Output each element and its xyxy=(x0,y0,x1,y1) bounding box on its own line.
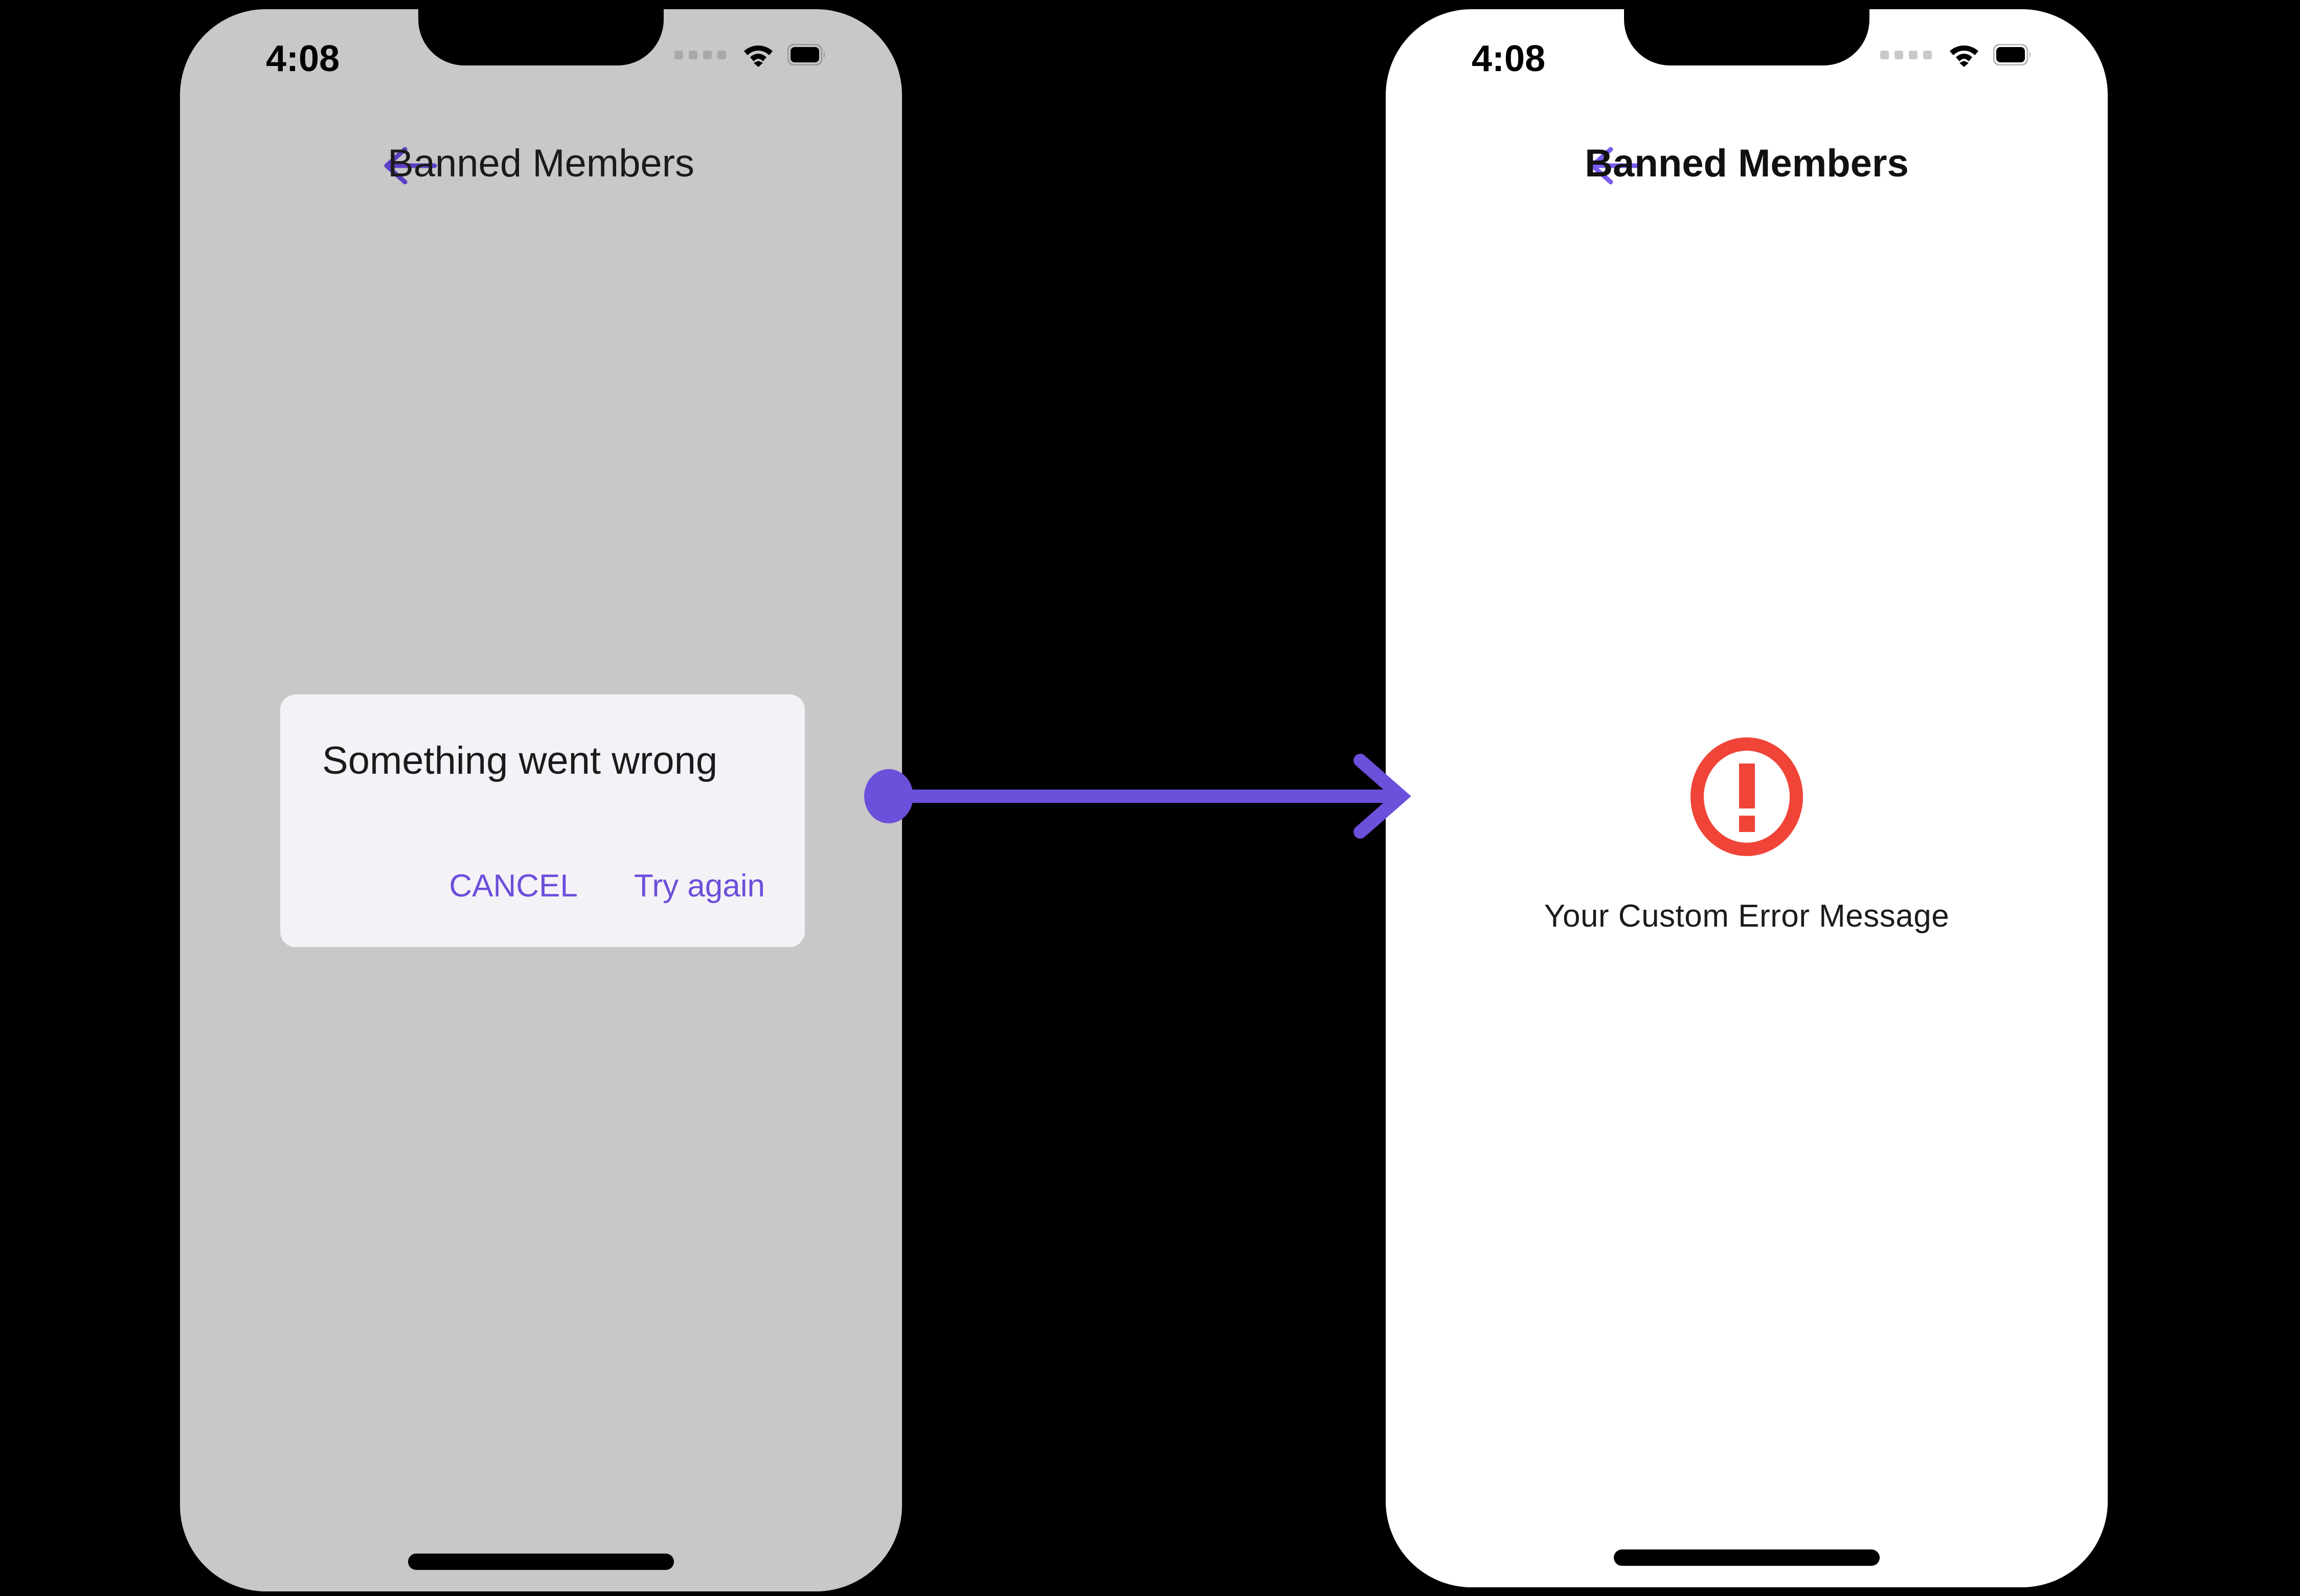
battery-icon xyxy=(1993,44,2032,65)
status-indicators xyxy=(674,38,826,72)
dialog-title: Something went wrong xyxy=(322,739,718,782)
signal-dots-icon xyxy=(674,50,726,59)
error-state: Your Custom Error Message xyxy=(1386,735,2108,934)
home-indicator[interactable] xyxy=(408,1554,674,1570)
phone-screen-after: 4:08 xyxy=(1386,9,2108,1587)
status-time: 4:08 xyxy=(266,38,340,79)
dynamic-island xyxy=(418,9,664,65)
phone-screen-before: 4:08 xyxy=(180,9,902,1591)
error-message: Your Custom Error Message xyxy=(1544,898,1950,934)
nav-bar-before: Banned Members xyxy=(180,131,902,197)
status-time: 4:08 xyxy=(1472,38,1546,79)
dynamic-island xyxy=(1624,9,1869,65)
error-dialog: Something went wrong CANCEL Try again xyxy=(280,694,805,947)
right-arrow-connector xyxy=(864,744,1416,862)
status-indicators xyxy=(1880,38,2032,72)
status-bar-after: 4:08 xyxy=(1386,9,2108,117)
wifi-icon xyxy=(742,42,774,67)
back-arrow-icon[interactable] xyxy=(1585,143,1644,188)
error-exclamation-circle-icon xyxy=(1688,735,1806,858)
wifi-icon xyxy=(1948,42,1980,67)
try-again-button[interactable]: Try again xyxy=(634,868,765,904)
nav-bar-after: Banned Members xyxy=(1386,131,2108,197)
battery-icon xyxy=(787,44,826,65)
dialog-actions: CANCEL Try again xyxy=(449,868,765,904)
page-title: Banned Members xyxy=(388,142,694,185)
signal-dots-icon xyxy=(1880,50,1932,59)
home-indicator[interactable] xyxy=(1614,1549,1880,1566)
status-bar-before: 4:08 xyxy=(180,9,902,117)
back-arrow-icon[interactable] xyxy=(379,143,438,188)
page-title: Banned Members xyxy=(1585,142,1909,185)
cancel-button[interactable]: CANCEL xyxy=(449,868,578,904)
